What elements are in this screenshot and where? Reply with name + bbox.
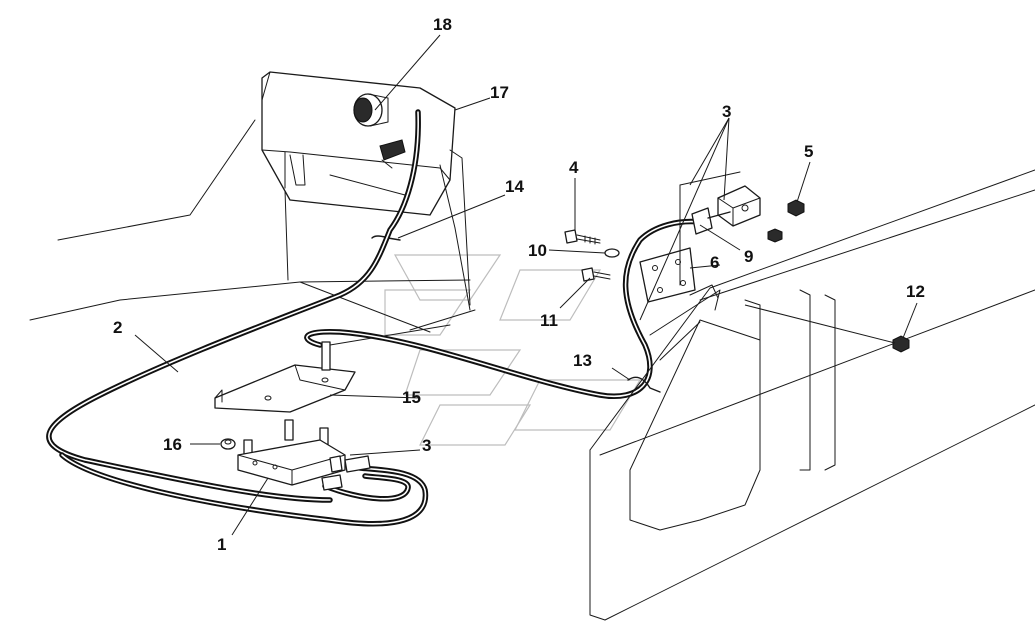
callout-9: 9	[744, 247, 753, 266]
washer-pump	[379, 139, 406, 169]
callout-10: 10	[528, 241, 547, 260]
callout-16: 16	[163, 435, 182, 454]
callout-labels: 18 17 14 2 15 16 3 1 3 5 4 10 9 6 11 13 …	[113, 15, 925, 554]
washer-10	[604, 248, 620, 258]
nuts-5	[767, 199, 805, 243]
callout-5: 5	[804, 142, 813, 161]
bolt-4	[564, 229, 601, 245]
callout-1: 1	[217, 535, 226, 554]
callout-18: 18	[433, 15, 452, 34]
filler-cap	[353, 93, 389, 127]
nut-12	[892, 335, 910, 353]
callout-6: 6	[710, 253, 719, 272]
callout-11: 11	[540, 311, 558, 330]
washer-reservoir	[261, 71, 456, 216]
nozzle-panel	[679, 171, 741, 286]
hose-clip-13	[627, 376, 661, 393]
valve-mounting-plate	[214, 364, 356, 413]
washer-nozzle	[691, 207, 731, 235]
bolt-11	[581, 267, 611, 282]
callout-17: 17	[490, 83, 509, 102]
reservoir-bracket	[439, 149, 471, 306]
callout-3-valve: 3	[422, 436, 431, 455]
callout-15: 15	[402, 388, 421, 407]
callout-12: 12	[906, 282, 925, 301]
watermark-logo	[384, 254, 642, 446]
callout-3-bracket: 3	[722, 102, 731, 121]
nut-16	[220, 438, 236, 450]
washer-hose-system	[46, 109, 703, 527]
callout-2: 2	[113, 318, 122, 337]
nozzle-mounting-plate	[639, 247, 696, 303]
hose-fittings-3	[321, 455, 371, 491]
cab-floor-outline	[29, 119, 476, 346]
leader-lines	[134, 34, 918, 536]
callout-14: 14	[505, 177, 524, 196]
rear-body-structure	[589, 169, 1035, 621]
distribution-valve-block	[237, 439, 346, 486]
callout-4: 4	[569, 158, 579, 177]
callout-13: 13	[573, 351, 592, 370]
